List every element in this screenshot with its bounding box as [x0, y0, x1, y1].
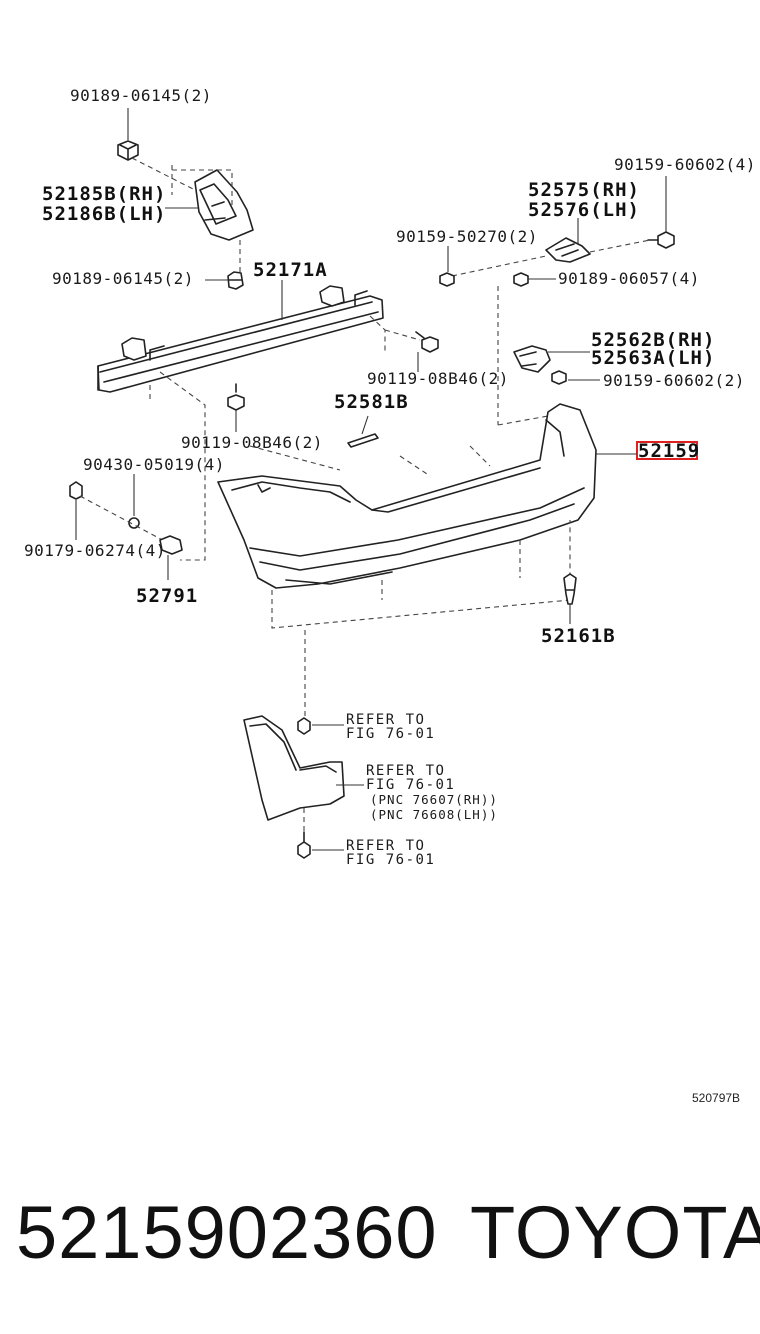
label-nut-side: 90430-05019(4): [83, 455, 225, 474]
side-bracket-icon: [194, 169, 254, 241]
clip-lower-icon: [563, 573, 577, 605]
mud-guard-icon: [243, 715, 345, 821]
label-refer3-line2: FIG 76-01: [346, 852, 435, 868]
label-reinforcement: 52171A: [253, 259, 328, 281]
label-refer1-line2: FIG 76-01: [346, 726, 435, 742]
label-refer2-line1: REFER TO: [366, 763, 445, 779]
bolt-reinf-right-icon: [415, 331, 439, 353]
nut-right-icon: [513, 272, 529, 287]
label-clip-lower: 52161B: [541, 625, 616, 647]
cover-highlight-box: [636, 441, 698, 460]
label-nut-right: 90189-06057(4): [558, 269, 700, 288]
label-support-rh: 52562B(RH): [591, 329, 715, 351]
bolt-center-icon: [439, 272, 455, 287]
label-retainer-rh: 52575(RH): [528, 179, 640, 201]
label-screw-top-right: 90159-60602(4): [614, 155, 756, 174]
label-bracket-rh: 52185B(RH): [42, 183, 166, 205]
nut-side-icon: [128, 517, 140, 529]
label-emblem: 52581B: [334, 391, 409, 413]
nut-left-icon: [227, 271, 244, 290]
brand-name: TOYOTA: [470, 1191, 760, 1274]
side-support-icon: [513, 345, 551, 373]
label-sensor: 52791: [136, 585, 198, 607]
label-pnc-rh: (PNC 76607(RH)): [370, 792, 498, 807]
retainer-icon: [545, 237, 591, 263]
label-clip-side: 90179-06274(4): [24, 541, 166, 560]
label-bolt-reinf-left: 90119-08B46(2): [181, 433, 323, 452]
label-refer1-line1: REFER TO: [346, 712, 425, 728]
bolt-reinf-left-icon: [227, 383, 245, 411]
clip-side-icon: [69, 481, 83, 500]
bumper-cover-icon: [217, 403, 597, 589]
label-pnc-lh: (PNC 76608(LH)): [370, 807, 498, 822]
label-nut-left: 90189-06145(2): [52, 269, 194, 288]
part-number: 5215902360: [16, 1191, 438, 1274]
label-refer2-line2: FIG 76-01: [366, 777, 455, 793]
label-support-lh: 52563A(LH): [591, 347, 715, 369]
label-bolt-center: 90159-50270(2): [396, 227, 538, 246]
screw-top-right-icon: [647, 231, 675, 249]
label-bolt-reinf-right: 90119-08B46(2): [367, 369, 509, 388]
sensor-icon: [159, 535, 183, 555]
label-bracket-lh: 52186B(LH): [42, 203, 166, 225]
bolt-mudguard-bottom-icon: [297, 831, 311, 859]
figure-code: 520797B: [692, 1091, 740, 1105]
bumper-reinforcement-icon: [97, 285, 384, 393]
screw-support-icon: [551, 370, 567, 385]
emblem-icon: [347, 433, 379, 448]
bolt-top-left-icon: [117, 140, 139, 161]
clip-mudguard-top-icon: [297, 717, 311, 735]
label-bolt-top-left: 90189-06145(2): [70, 86, 212, 105]
label-screw-support: 90159-60602(2): [603, 371, 745, 390]
label-cover: 52159: [638, 440, 700, 462]
label-retainer-lh: 52576(LH): [528, 199, 640, 221]
label-refer3-line1: REFER TO: [346, 838, 425, 854]
